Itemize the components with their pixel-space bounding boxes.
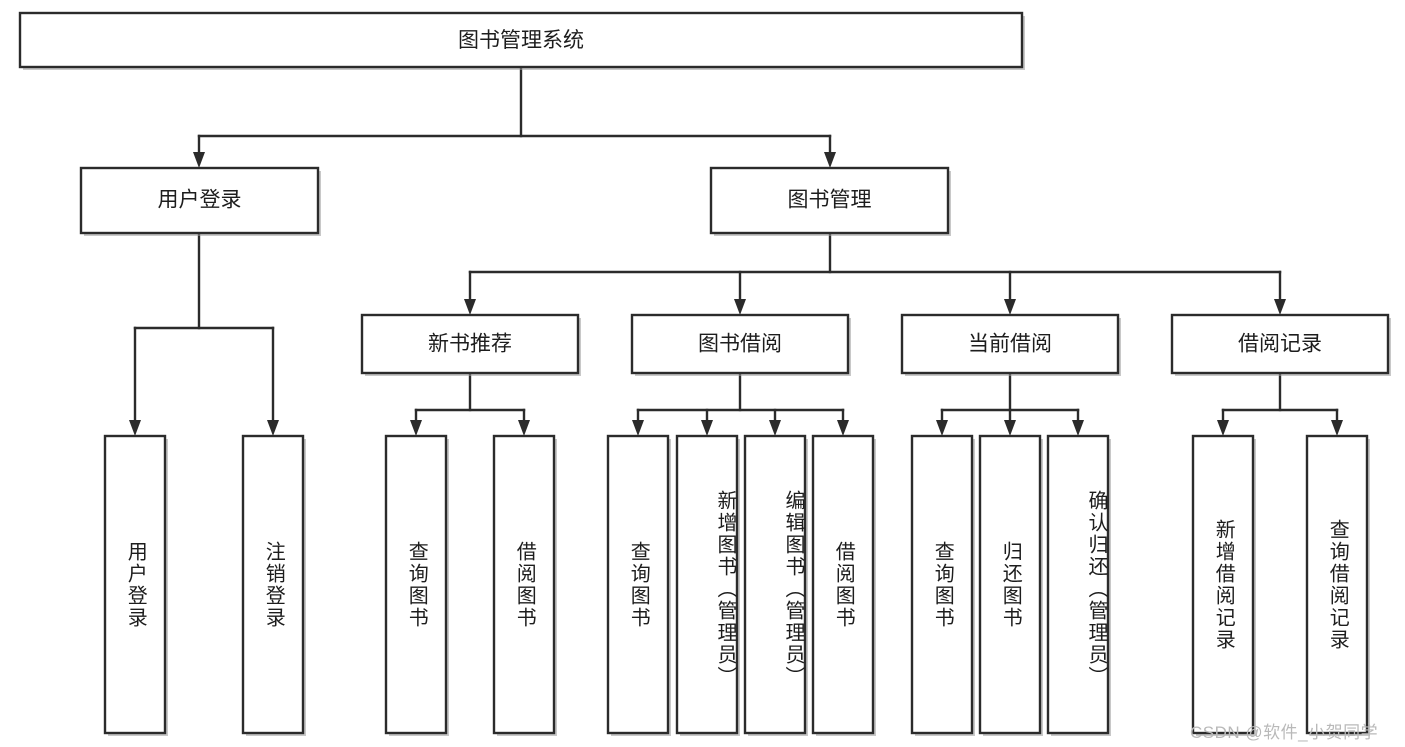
arrowhead-leaf-6 (701, 420, 713, 436)
arrowhead-leaf-4 (518, 420, 530, 436)
arrowhead-bookmgmt (824, 152, 836, 168)
arrowhead-newbook (464, 299, 476, 315)
leaf-node-9[interactable] (910, 434, 975, 736)
arrowhead-borrow (734, 299, 746, 315)
leaf-node-7[interactable] (743, 434, 808, 736)
arrowhead-leaf-2 (267, 420, 279, 436)
arrowhead-leaf-7 (769, 420, 781, 436)
node-current-label: 当前借阅 (968, 333, 1052, 356)
node-records[interactable]: 借阅记录 (1170, 313, 1391, 376)
node-borrow[interactable]: 图书借阅 (630, 313, 851, 376)
leaf-node-5[interactable] (606, 434, 671, 736)
arrowhead-leaf-10 (1004, 420, 1016, 436)
leaf-node-3[interactable] (384, 434, 449, 736)
leaf-node-8[interactable] (811, 434, 876, 736)
node-newbook[interactable]: 新书推荐 (360, 313, 581, 376)
node-login[interactable]: 用户登录 (79, 166, 321, 236)
leaf-node-10[interactable] (978, 434, 1043, 736)
leaf-node-2[interactable] (241, 434, 306, 736)
node-root[interactable]: 图书管理系统 (18, 11, 1025, 70)
arrowhead-records (1274, 299, 1286, 315)
node-bookmgmt[interactable]: 图书管理 (709, 166, 951, 236)
arrowhead-leaf-8 (837, 420, 849, 436)
arrowhead-leaf-1 (129, 420, 141, 436)
leaf-node-6[interactable] (675, 434, 740, 736)
leaf-node-11[interactable] (1046, 434, 1111, 736)
arrowhead-current (1004, 299, 1016, 315)
leaf-node-13[interactable] (1305, 434, 1370, 736)
node-records-label: 借阅记录 (1238, 333, 1322, 356)
watermark-text: CSDN @软件_小贺同学 (1190, 723, 1379, 742)
arrowhead-leaf-13 (1331, 420, 1343, 436)
arrowhead-login (193, 152, 205, 168)
arrowhead-leaf-3 (410, 420, 422, 436)
arrowhead-leaf-11 (1072, 420, 1084, 436)
arrowhead-leaf-12 (1217, 420, 1229, 436)
leaf-node-1[interactable] (103, 434, 168, 736)
leaf-node-12[interactable] (1191, 434, 1256, 736)
arrowhead-leaf-5 (632, 420, 644, 436)
node-login-label: 用户登录 (158, 189, 242, 212)
node-borrow-label: 图书借阅 (698, 333, 782, 356)
node-bookmgmt-label: 图书管理 (788, 189, 872, 212)
connector-layer (129, 66, 1343, 436)
arrowhead-leaf-9 (936, 420, 948, 436)
node-root-label: 图书管理系统 (458, 29, 584, 52)
node-newbook-label: 新书推荐 (428, 333, 512, 356)
node-current[interactable]: 当前借阅 (900, 313, 1121, 376)
leaf-node-4[interactable] (492, 434, 557, 736)
